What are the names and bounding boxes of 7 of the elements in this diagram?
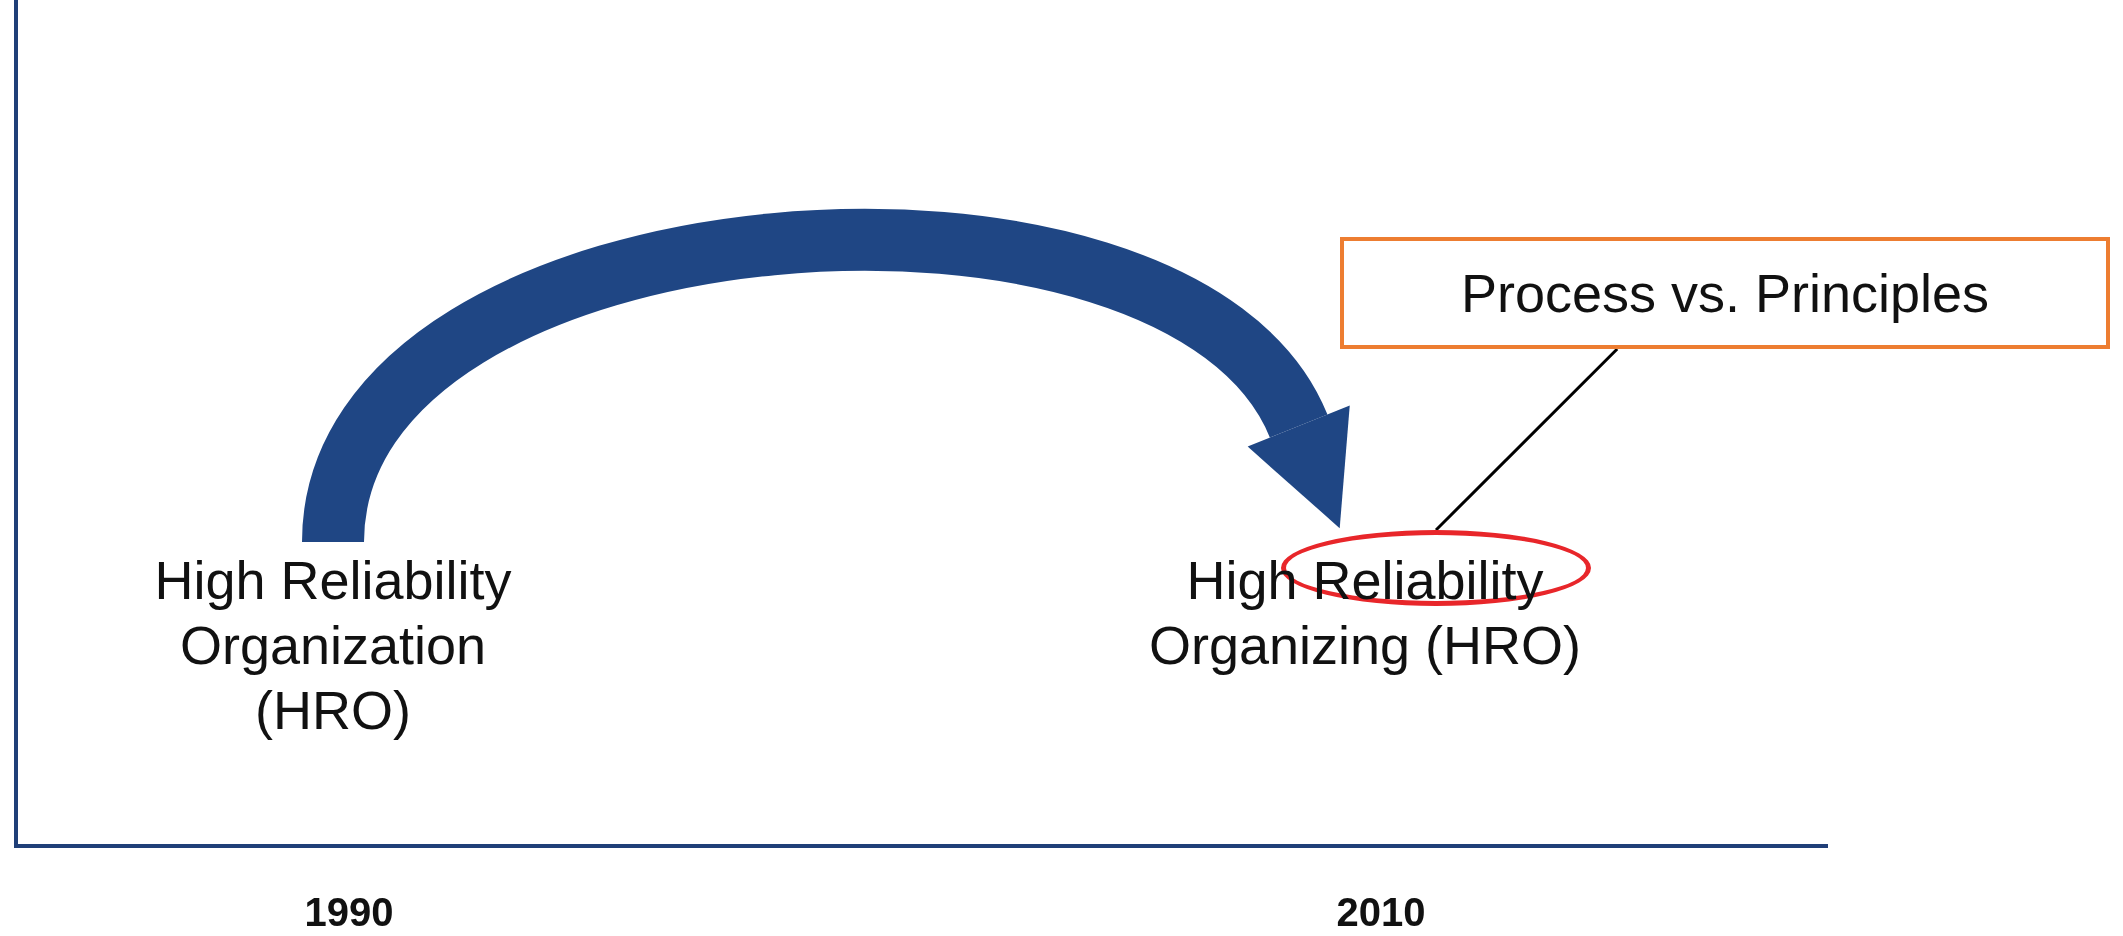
year-label: 1990 [304,889,394,935]
node-text: High Reliability Organization (HRO) [133,548,533,743]
leader-line [1434,347,1619,532]
year-label: 2010 [1336,889,1426,935]
node-text: High Reliability Organizing (HRO) [1085,530,1645,678]
callout-box [1340,237,2110,349]
callout-text: Process vs. Principles [1460,261,1990,325]
